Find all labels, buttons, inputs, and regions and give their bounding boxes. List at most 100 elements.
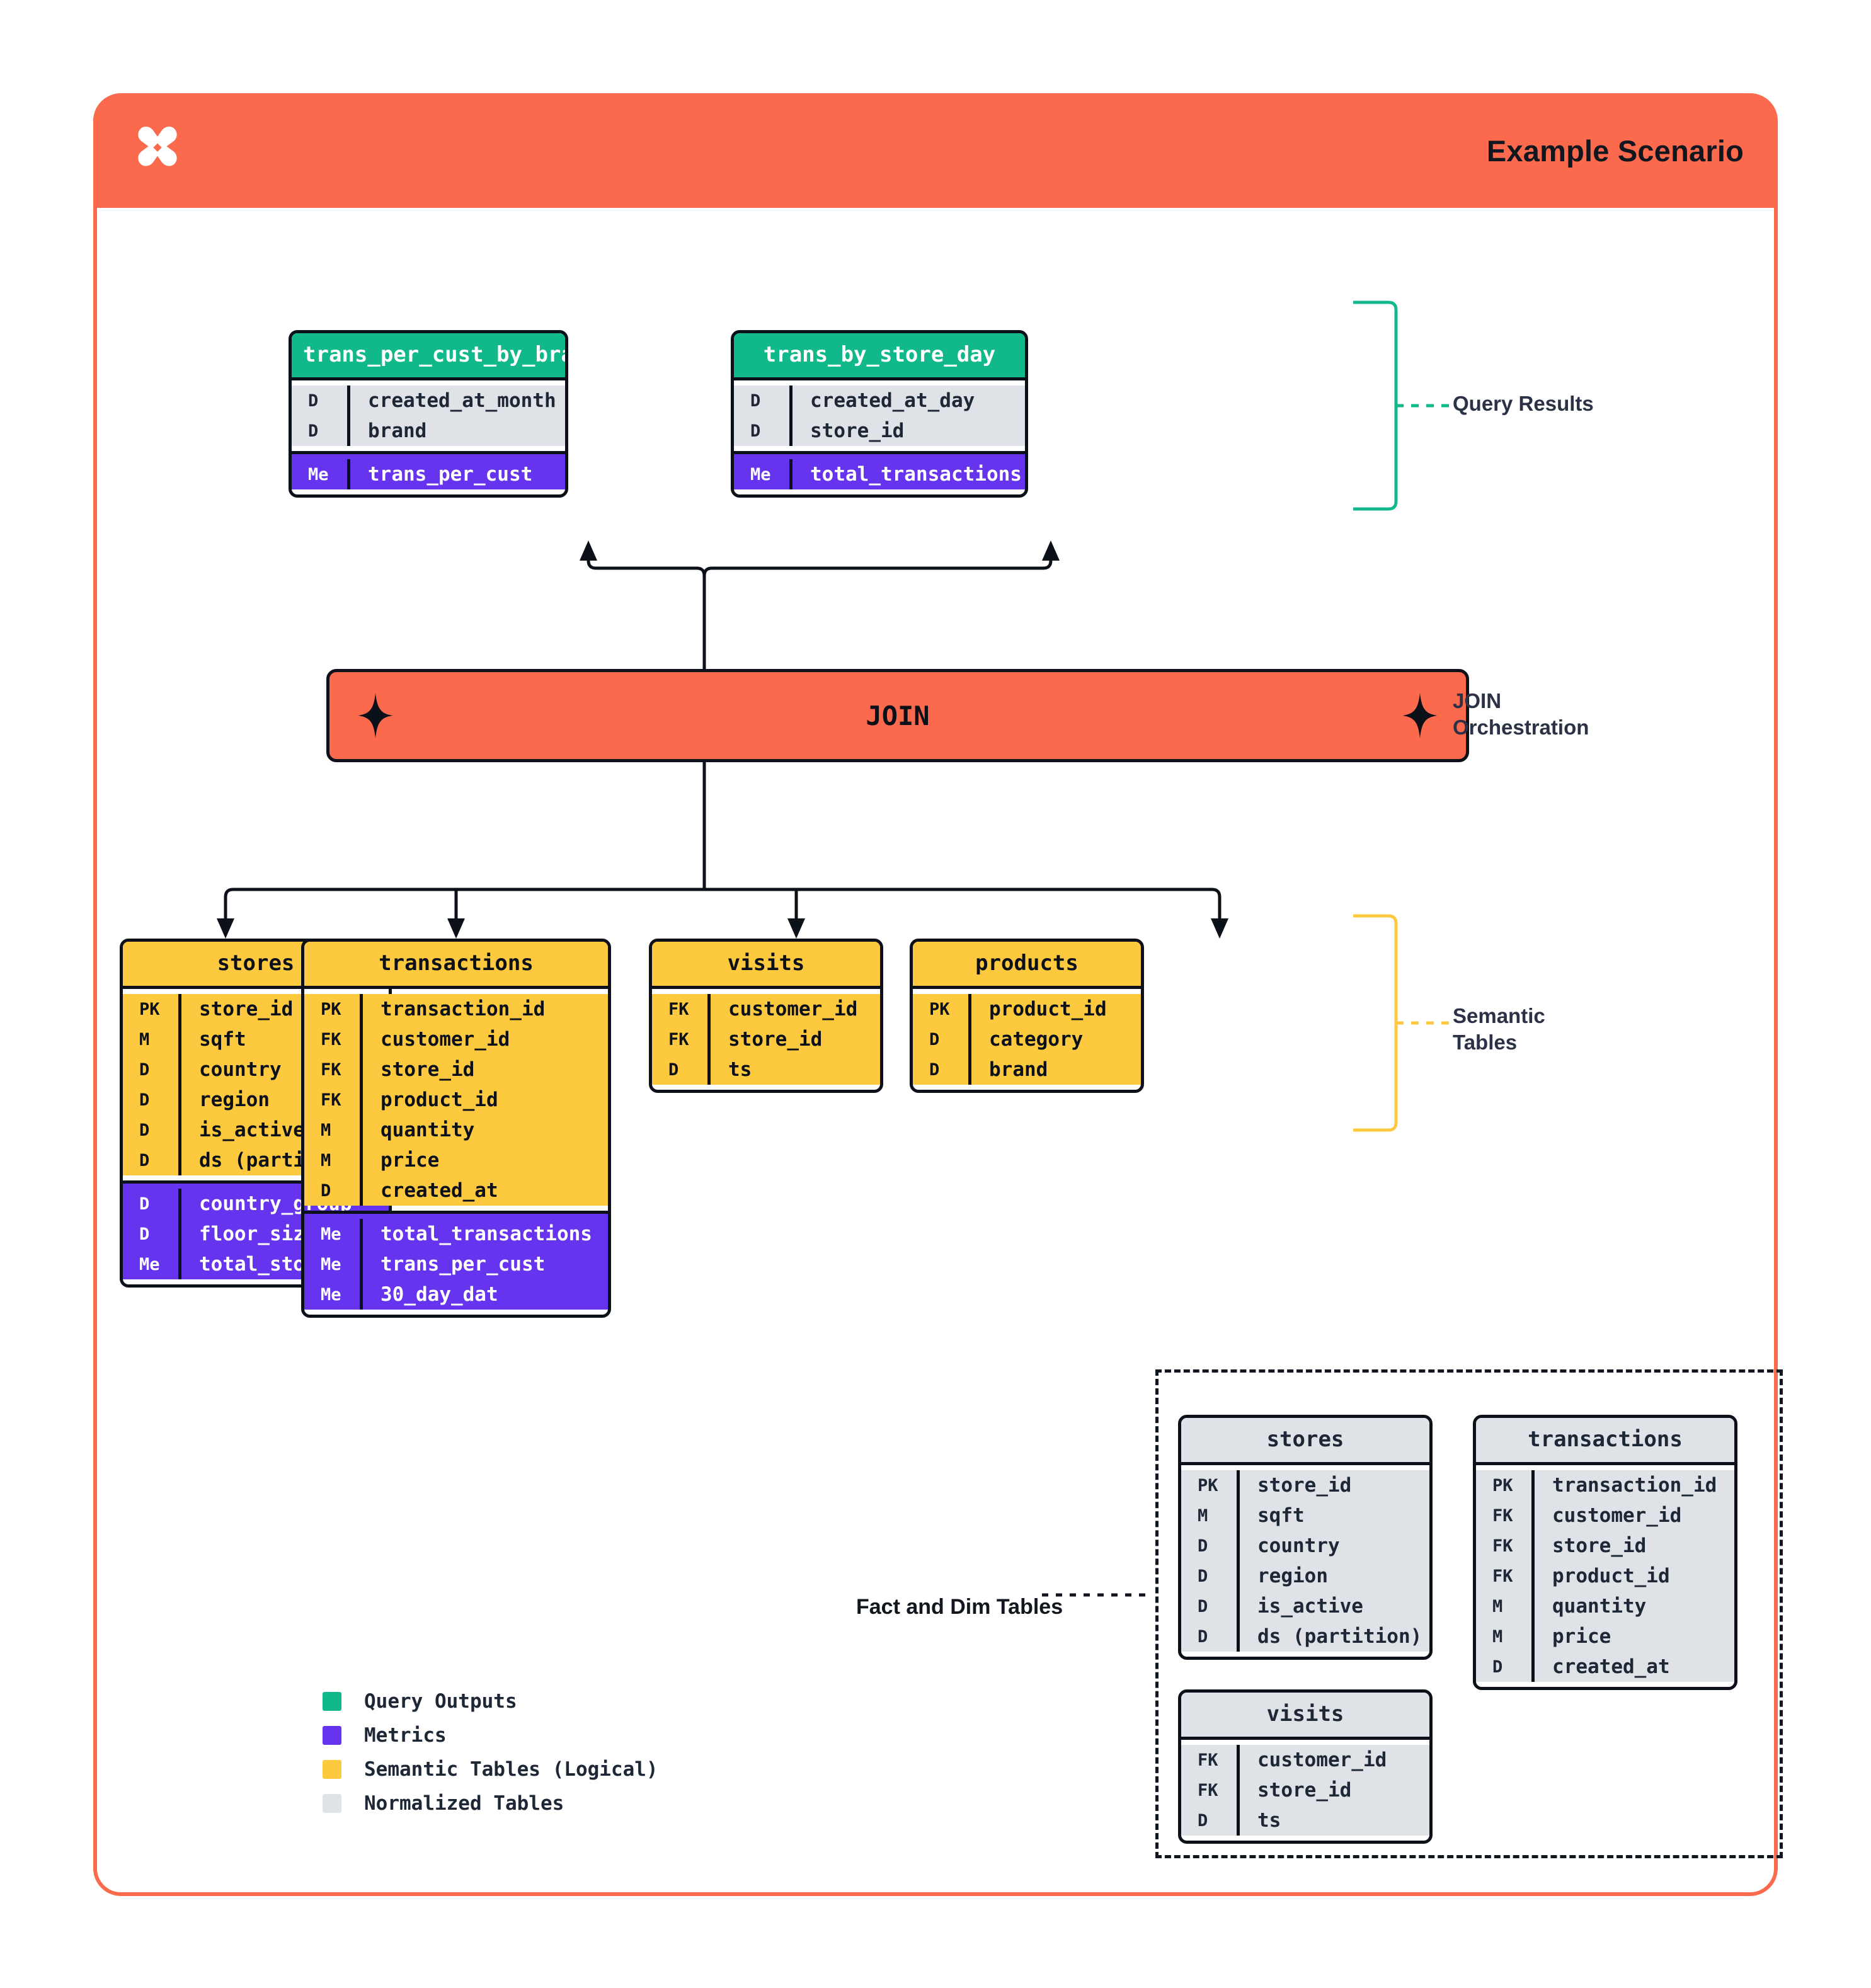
row-tag: D [139,1224,150,1244]
table-row: Me trans_per_cust [292,459,565,489]
join-annotation: JOIN Orchestration [1453,688,1589,741]
scenario-frame: Example Scenario [93,93,1783,1896]
row-tag: PK [1492,1475,1513,1495]
query-result-card-0[interactable]: trans_per_cust_by_brand_month D created_… [289,330,568,498]
legend-swatch-normalized-tables [323,1794,341,1813]
row-field: customer_id [1237,1745,1429,1775]
row-tag: D [139,1150,150,1170]
row-field: store_id [707,1024,880,1054]
row-tag: FK [668,1029,689,1049]
row-field: store_id [1237,1470,1429,1500]
row-tag: Me [139,1254,160,1274]
semantic-tables-annotation: Semantic Tables [1453,1003,1545,1056]
semantic-annotation-line2: Tables [1453,1031,1518,1054]
legend-swatch-query-outputs [323,1692,341,1711]
legend-item: Metrics [323,1718,658,1752]
row-tag: PK [929,999,950,1019]
row-tag: M [1492,1626,1503,1647]
join-annotation-line1: JOIN [1453,689,1502,712]
row-field: trans_per_cust [347,459,565,489]
row-field: quantity [360,1115,608,1145]
table-title: stores [1181,1418,1429,1462]
row-tag: D [1198,1566,1208,1586]
row-field: transaction_id [360,994,608,1024]
table-title: visits [1181,1693,1429,1737]
row-tag: D [1198,1810,1208,1831]
row-field: region [178,1085,389,1115]
table-row: D store_id [734,416,1025,446]
row-tag: D [929,1029,940,1049]
table-title: products [913,942,1141,986]
row-tag: D [750,421,761,441]
metric-group: Me total_transactions [734,451,1025,489]
row-field: product_id [1531,1561,1734,1591]
row-tag: FK [1198,1750,1218,1770]
row-tag: PK [321,999,341,1019]
table-row: D created_at_month [292,386,565,416]
row-tag: D [139,1090,150,1110]
row-field: quantity [1531,1591,1734,1621]
legend: Query Outputs Metrics Semantic Tables (L… [323,1684,658,1820]
row-tag: FK [668,999,689,1019]
row-tag: D [1492,1657,1503,1677]
row-tag: D [668,1060,679,1080]
row-field: country [1237,1531,1429,1561]
row-field: price [360,1145,608,1175]
row-tag: Me [750,464,771,484]
table-title: visits [652,942,880,986]
dimension-group: D created_at_month D brand [292,386,565,446]
row-field: ds (partition) [1237,1621,1429,1652]
legend-label: Normalized Tables [364,1792,564,1815]
row-field: brand [968,1054,1141,1085]
table-row: PK transaction_id [304,994,608,1024]
row-tag: FK [321,1090,341,1110]
row-tag: M [1198,1505,1208,1526]
row-field: sqft [1237,1500,1429,1531]
row-tag: D [1198,1536,1208,1556]
table-row: FK product_id [304,1085,608,1115]
table-row: Me total_transactions [734,459,1025,489]
row-field: store_id [1531,1531,1734,1561]
fact-dim-annotation: Fact and Dim Tables [856,1595,1063,1619]
row-field: product_id [968,994,1141,1024]
join-orchestration-bar[interactable]: JOIN [326,669,1469,762]
row-field: created_at [360,1175,608,1206]
row-field: category [968,1024,1141,1054]
row-field: product_id [360,1085,608,1115]
table-row: PK product_id [913,994,1141,1024]
row-tag: D [308,421,319,441]
row-field: brand [347,416,565,446]
fact-dim-group-box [1155,1369,1783,1858]
table-row: FK store_id [1476,1531,1734,1561]
row-field: created_at_month [347,386,565,416]
join-annotation-line2: Orchestration [1453,716,1589,740]
query-result-card-1[interactable]: trans_by_store_day D created_at_day D st… [731,330,1028,498]
row-field: ts [707,1054,880,1085]
row-tag: FK [1492,1536,1513,1556]
row-tag: M [321,1120,331,1140]
row-tag: D [321,1180,331,1201]
